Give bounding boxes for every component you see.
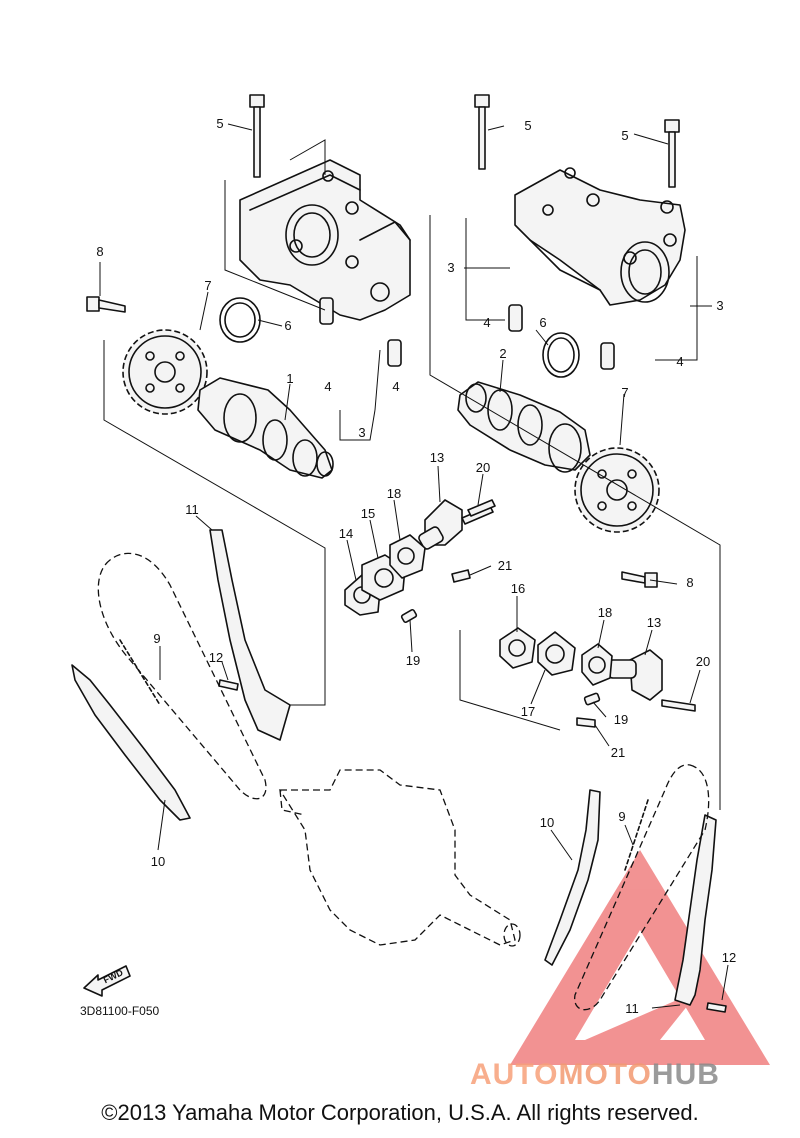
tensioner-gasket-18-lower <box>581 643 613 686</box>
svg-text:AUTOMOTOHUB: AUTOMOTOHUB <box>470 1058 720 1091</box>
label-4-c: 4 <box>483 315 490 330</box>
right-camshaft-cap <box>514 167 686 306</box>
label-7-left: 7 <box>204 278 211 293</box>
label-4-a: 4 <box>324 379 331 394</box>
label-3-right: 3 <box>716 298 723 313</box>
label-12-left: 12 <box>209 650 223 665</box>
camshaft-2 <box>457 381 591 473</box>
label-21-lower: 21 <box>611 745 625 760</box>
label-6-left: 6 <box>284 318 291 333</box>
label-13-lower: 13 <box>647 615 661 630</box>
label-20-upper: 20 <box>476 460 490 475</box>
label-1: 1 <box>286 371 293 386</box>
sprocket-bolt-right <box>621 571 658 588</box>
pins-and-small-bolts <box>218 499 727 1013</box>
label-7-right: 7 <box>621 385 628 400</box>
label-20-lower: 20 <box>696 654 710 669</box>
cam-sprocket-right <box>574 447 660 533</box>
tensioner-lower <box>607 649 696 712</box>
label-5-left: 5 <box>216 116 223 131</box>
crankshaft-ghost <box>278 769 521 947</box>
brand-hub: HUB <box>652 1058 720 1091</box>
watermark-logo <box>510 850 770 1065</box>
label-8-left: 8 <box>96 244 103 259</box>
label-19-upper: 19 <box>406 653 420 668</box>
diagram-code: 3D81100-F050 <box>80 1004 159 1018</box>
camshaft-1 <box>197 377 334 479</box>
cam-sprocket-left <box>122 329 208 415</box>
chain-guide-11-left <box>209 529 291 741</box>
label-11-right: 11 <box>625 1001 639 1016</box>
tensioner-upper <box>418 499 494 550</box>
label-10-right: 10 <box>540 815 554 830</box>
cap-bolt-left <box>249 94 265 178</box>
label-13-upper: 13 <box>430 450 444 465</box>
left-camshaft-cap <box>239 159 411 321</box>
copyright-notice: ©2013 Yamaha Motor Corporation, U.S.A. A… <box>101 1100 699 1125</box>
label-12-right: 12 <box>722 950 736 965</box>
chain-guide-10-left <box>71 664 191 821</box>
watermark-brand-text: AUTOMOTOHUB <box>470 1058 720 1091</box>
tensioner-gasket-18-upper <box>389 534 426 579</box>
label-11-left: 11 <box>185 502 199 517</box>
chain-guide-10-right <box>544 789 601 966</box>
circlip-left <box>219 297 261 343</box>
label-9-right: 9 <box>618 809 625 824</box>
label-3-left: 3 <box>447 260 454 275</box>
cap-bolt-middle <box>474 94 490 170</box>
cam-chain-right <box>574 764 710 1011</box>
cap-bolt-right <box>664 119 680 188</box>
label-17: 17 <box>521 704 535 719</box>
dowel-pins <box>319 297 615 370</box>
label-10-left: 10 <box>151 854 165 869</box>
label-9-left: 9 <box>153 631 160 646</box>
tensioner-gasket-16 <box>499 627 536 669</box>
label-18-lower: 18 <box>598 605 612 620</box>
label-2: 2 <box>499 346 506 361</box>
label-3-bottom: 3 <box>358 425 365 440</box>
tensioner-plate-17 <box>537 631 576 676</box>
label-16: 16 <box>511 581 525 596</box>
label-21-upper: 21 <box>498 558 512 573</box>
label-4-d: 4 <box>676 354 683 369</box>
label-4-b: 4 <box>392 379 399 394</box>
brand-moto: MOTO <box>558 1058 651 1091</box>
circlip-right <box>542 332 580 378</box>
chain-guide-11-right <box>674 814 717 1006</box>
label-6-right: 6 <box>539 315 546 330</box>
leader-lines <box>99 123 729 1009</box>
cam-chain-left <box>97 552 267 800</box>
label-15: 15 <box>361 506 375 521</box>
part-number-labels: 8 7 6 1 5 4 4 3 5 5 3 3 4 4 6 2 7 13 20 … <box>96 116 736 1016</box>
brand-auto: AUTO <box>470 1058 558 1091</box>
sprocket-bolt-left <box>86 296 126 313</box>
label-14: 14 <box>339 526 353 541</box>
label-5-middle: 5 <box>524 118 531 133</box>
label-8-right: 8 <box>686 575 693 590</box>
label-19-lower: 19 <box>614 712 628 727</box>
label-5-right: 5 <box>621 128 628 143</box>
fwd-arrow-icon: FWD <box>83 965 131 997</box>
label-18-upper: 18 <box>387 486 401 501</box>
